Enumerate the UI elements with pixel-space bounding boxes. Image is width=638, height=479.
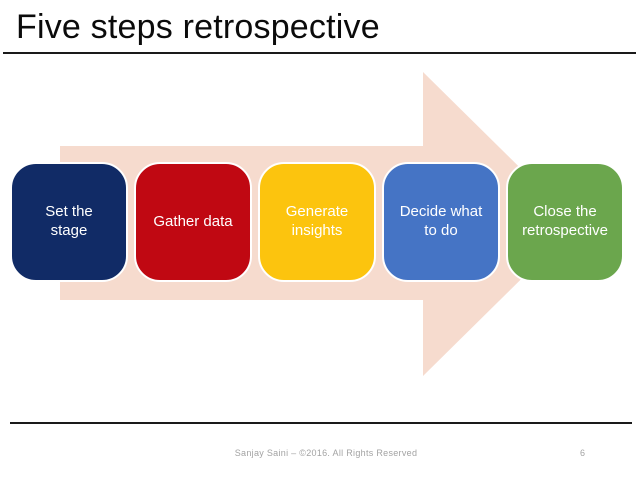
step-label: Generate insights (285, 203, 349, 239)
step-label: Gather data (153, 212, 233, 230)
slide-title: Five steps retrospective (16, 8, 380, 46)
step-box-set-the-stage: Set the stage (10, 162, 128, 282)
step-label: Decide what to do (399, 203, 483, 239)
steps-row: Set the stage Gather data Generate insig… (10, 162, 630, 282)
title-underline (3, 52, 636, 54)
footer-credit: Sanjay Saini – ©2016. All Rights Reserve… (234, 448, 418, 458)
step-box-gather-data: Gather data (134, 162, 252, 282)
footer-rule (10, 422, 632, 424)
step-label: Close the retrospective (522, 203, 608, 239)
step-box-close-the-retrospective: Close the retrospective (506, 162, 624, 282)
step-box-decide-what-to-do: Decide what to do (382, 162, 500, 282)
page-number: 6 (580, 448, 586, 458)
step-label: Set the stage (45, 203, 93, 239)
step-box-generate-insights: Generate insights (258, 162, 376, 282)
